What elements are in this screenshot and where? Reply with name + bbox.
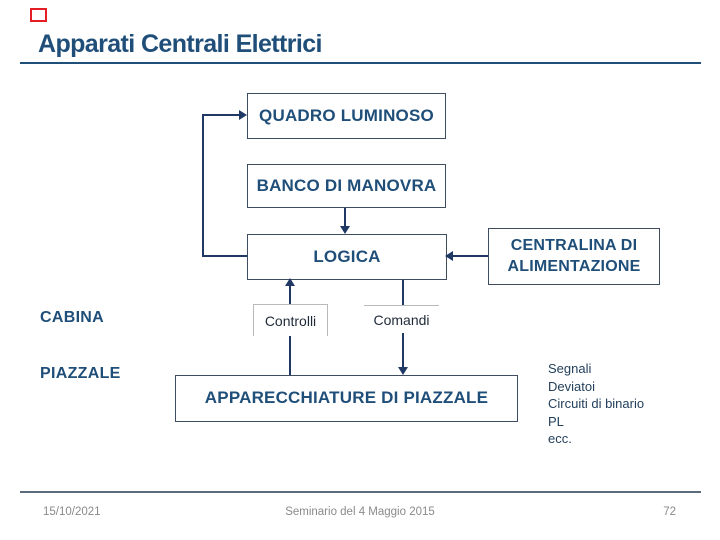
box-quadro-luminoso-label: QUADRO LUMINOSO (259, 106, 434, 125)
connector-into-quadro-horizontal (202, 114, 240, 116)
connector-logica-left-horizontal (202, 255, 247, 257)
footer-divider (20, 491, 701, 493)
arrowhead-into-logica-right-icon (445, 251, 453, 261)
box-banco-di-manovra-label: BANCO DI MANOVRA (256, 176, 437, 195)
red-selection-marker (30, 8, 47, 22)
arrowhead-into-quadro-icon (239, 110, 247, 120)
box-logica-label: LOGICA (313, 247, 381, 266)
equipment-list-item: PL (548, 413, 564, 429)
box-apparecchiature-piazzale: APPARECCHIATURE DI PIAZZALE (175, 375, 518, 422)
label-comandi: Comandi (364, 305, 439, 333)
equipment-list-item: Circuiti di binario (548, 396, 645, 411)
box-apparecchiature-piazzale-label: APPARECCHIATURE DI PIAZZALE (204, 388, 489, 408)
arrowhead-controlli-up-icon (285, 278, 295, 286)
arrowhead-comandi-down-icon (398, 367, 408, 375)
connector-banco-to-logica (344, 206, 346, 228)
equipment-list-item: Deviatoi (548, 378, 595, 394)
label-controlli: Controlli (253, 304, 328, 336)
box-centralina-alimentazione: CENTRALINA DI ALIMENTAZIONE (488, 228, 660, 285)
equipment-list: Segnali Deviatoi Circuiti di binario PL … (548, 360, 644, 448)
title-divider (20, 62, 701, 64)
zone-label-cabina: CABINA (40, 309, 105, 326)
equipment-list-item: ecc. (548, 431, 572, 446)
label-controlli-text: Controlli (264, 312, 317, 329)
footer-caption: Seminario del 4 Maggio 2015 (285, 506, 435, 518)
zone-label-piazzale: PIAZZALE (40, 365, 121, 382)
label-comandi-text: Comandi (373, 311, 430, 328)
arrowhead-into-logica-top-icon (340, 226, 350, 234)
footer-date: 15/10/2021 (43, 506, 101, 518)
equipment-list-item: Segnali (548, 361, 592, 376)
page-title: Apparati Centrali Elettrici (38, 30, 322, 58)
box-banco-di-manovra: BANCO DI MANOVRA (247, 164, 446, 208)
box-logica: LOGICA (247, 234, 447, 280)
connector-centralina-to-logica (452, 255, 488, 257)
connector-logica-to-quadro-vertical (202, 114, 204, 257)
box-quadro-luminoso: QUADRO LUMINOSO (247, 93, 446, 139)
box-centralina-alimentazione-label: CENTRALINA DI ALIMENTAZIONE (507, 236, 641, 275)
footer-page-number: 72 (663, 506, 676, 518)
